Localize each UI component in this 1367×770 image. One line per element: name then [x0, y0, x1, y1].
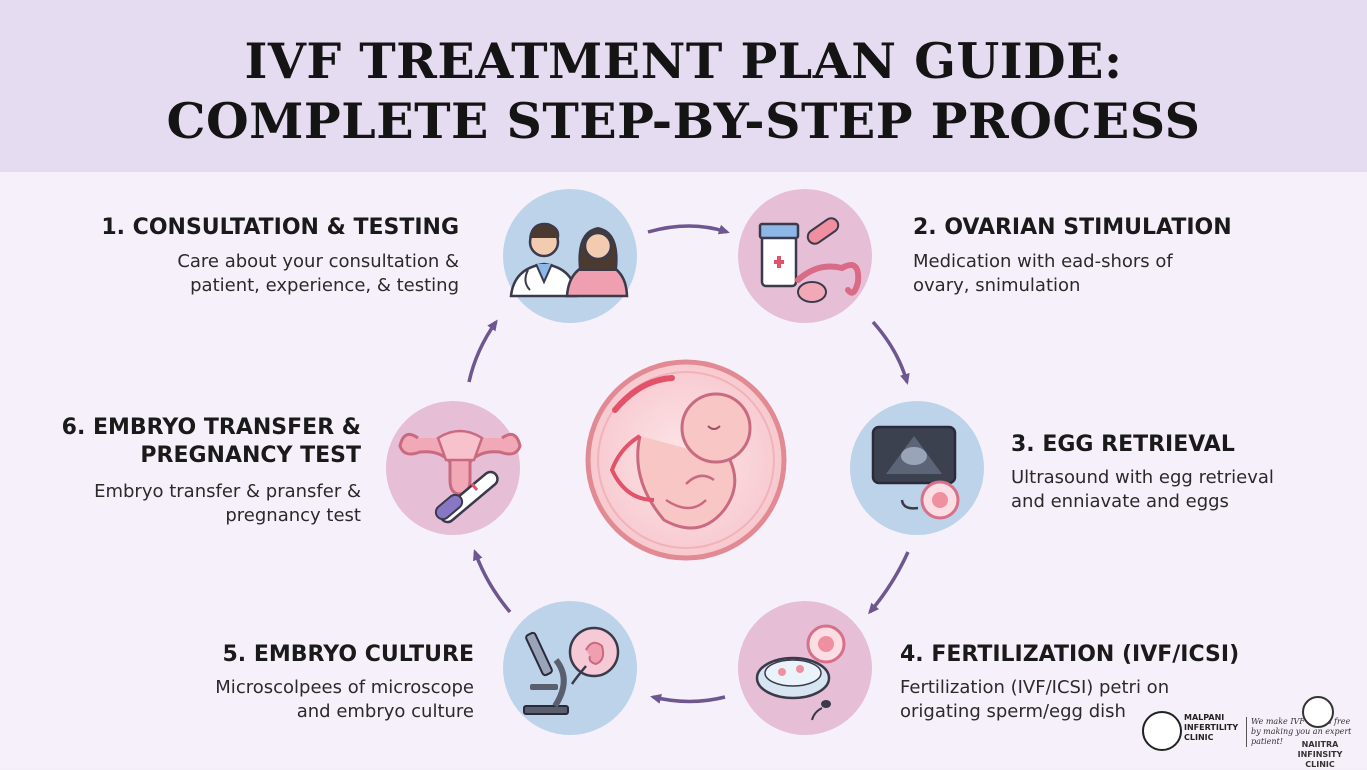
petri-dish-icon — [755, 656, 831, 700]
step-2-circle — [738, 189, 872, 323]
arrow-2-to-3 — [871, 320, 910, 385]
central-embryo-illustration — [585, 359, 787, 561]
step-5-title: 5. EMBRYO CULTURE — [222, 642, 475, 667]
arrow-4-to-5 — [650, 694, 726, 704]
step-4-desc-line-2: origating sperm/egg dish — [900, 701, 1126, 722]
second-clinic-logo: NAIITRA INFINSITY CLINIC — [1280, 696, 1360, 769]
step-2-title: 2. OVARIAN STIMULATION — [913, 215, 1232, 240]
second-clinic-name: NAIITRA INFINSITY CLINIC — [1280, 740, 1360, 770]
step-2-desc-line-1: Medication with ead-shors of — [913, 251, 1173, 272]
step-4-title: 4. FERTILIZATION (IVF/ICSI) — [900, 642, 1240, 667]
step-5-desc-line-1: Microscolpees of microscope — [215, 677, 474, 698]
step-1-desc-line-2: patient, experience, & testing — [190, 275, 459, 296]
step-6-desc-line-2: pregnancy test — [225, 505, 361, 526]
medicine-bottle-icon — [758, 222, 800, 288]
page-title-line-1: IVF TREATMENT PLAN GUIDE: — [244, 32, 1123, 90]
step-3-desc-line-2: and enniavate and eggs — [1011, 491, 1229, 512]
clinic-tagline: We make IVF stress free by making you an… — [1246, 717, 1361, 747]
arrow-5-to-6 — [473, 549, 512, 614]
doctor-patient-icon — [509, 222, 629, 298]
step-5-desc-line-2: and embryo culture — [296, 701, 474, 722]
step-5-circle — [503, 601, 637, 735]
clinic-name: MALPANI INFERTILITY CLINIC — [1184, 713, 1244, 743]
step-4-circle — [738, 601, 872, 735]
arrow-3-to-4 — [868, 551, 910, 615]
pregnancy-test-icon — [434, 470, 499, 524]
step-3-desc-line-1: Ultrasound with egg retrieval — [1011, 467, 1274, 488]
arrow-1-to-2 — [647, 224, 730, 235]
clinic-emblem-icon — [1142, 711, 1182, 751]
step-6-title-line-2: PREGNANCY TEST — [140, 443, 361, 468]
second-clinic-name-line-1: NAIITRA INFINSITY — [1297, 740, 1343, 759]
sperm-icon — [811, 700, 831, 721]
clinic-name-line-1: MALPANI — [1184, 713, 1225, 722]
clinic-emblem-icon — [1302, 696, 1334, 728]
step-1-circle — [503, 189, 637, 323]
step-3-title: 3. EGG RETRIEVAL — [1011, 432, 1235, 457]
malpani-clinic-logo: MALPANI INFERTILITY CLINIC We make IVF s… — [1142, 711, 1352, 757]
header-band — [0, 0, 1367, 172]
step-6-desc-line-1: Embryo transfer & pransfer & — [94, 481, 361, 502]
step-6-circle — [386, 401, 522, 535]
pill-icon — [806, 217, 840, 245]
clinic-name-line-3: CLINIC — [1184, 733, 1214, 742]
arrow-6-to-1 — [467, 319, 498, 383]
page-title-line-2: COMPLETE STEP-BY-STEP PROCESS — [166, 92, 1201, 150]
step-6-title-line-1: 6. EMBRYO TRANSFER & — [61, 415, 361, 440]
ultrasound-icon — [871, 425, 957, 485]
embryo-bubble-icon — [568, 626, 620, 685]
step-4-desc-line-1: Fertilization (IVF/ICSI) petri on — [900, 677, 1170, 698]
egg-cell-icon — [806, 624, 846, 664]
step-1-desc-line-1: Care about your consultation & — [177, 251, 459, 272]
ovary-icon — [795, 262, 862, 303]
egg-cell-icon — [920, 480, 960, 520]
step-3-circle — [850, 401, 984, 535]
clinic-name-line-2: INFERTILITY — [1184, 723, 1239, 732]
step-2-desc-line-2: ovary, snimulation — [913, 275, 1081, 296]
microscope-icon — [523, 631, 569, 715]
step-1-title: 1. CONSULTATION & TESTING — [101, 215, 459, 240]
second-clinic-name-line-2: CLINIC — [1305, 760, 1335, 769]
